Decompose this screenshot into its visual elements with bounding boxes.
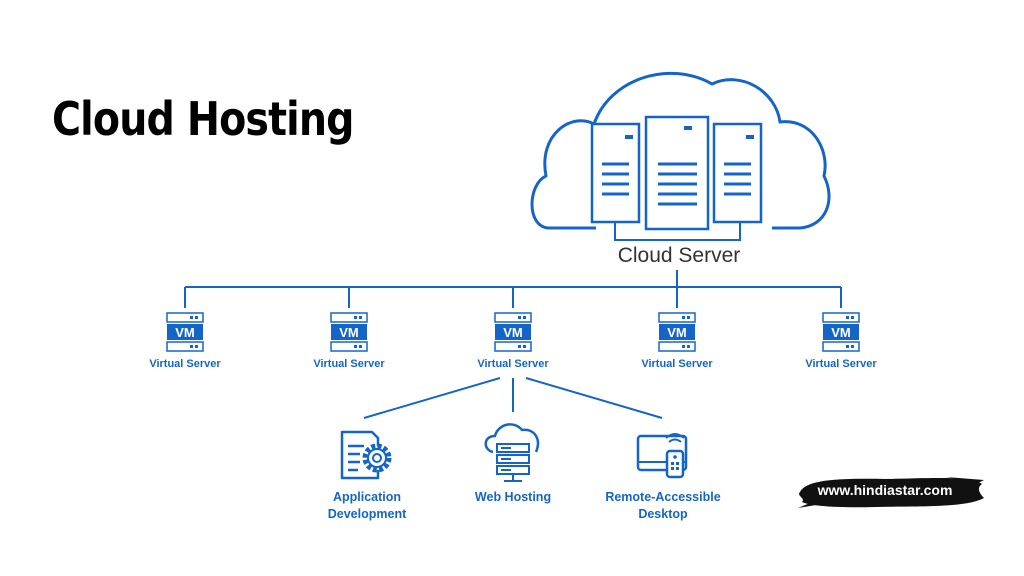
server-tower-left — [590, 122, 641, 224]
vm-text: VM — [667, 325, 687, 340]
vm-text: VM — [503, 325, 523, 340]
virtual-server-label: Virtual Server — [641, 358, 713, 370]
web-hosting-icon — [484, 423, 540, 482]
virtual-server-label: Virtual Server — [805, 358, 877, 370]
virtual-server-5: VM Virtual Server — [805, 312, 877, 370]
server-bracket — [614, 222, 741, 241]
virtual-server-4: VM Virtual Server — [641, 312, 713, 370]
brand-text: www.hindiastar.com — [817, 482, 953, 498]
virtual-server-label: Virtual Server — [313, 358, 385, 370]
service-branch-lines — [363, 377, 663, 419]
service-label-line1: Remote-Accessible — [605, 490, 720, 504]
virtual-server-1: VM Virtual Server — [149, 312, 221, 370]
page-title: Cloud Hosting — [52, 92, 354, 146]
service-label-line1: Web Hosting — [475, 490, 551, 504]
vm-text: VM — [831, 325, 851, 340]
vm-icon: VM — [494, 312, 532, 352]
brush-stroke-shape — [798, 477, 984, 508]
distribution-lines — [184, 270, 842, 308]
brand-watermark: www.hindiastar.com — [796, 472, 986, 512]
service-label-line2: Development — [328, 507, 407, 521]
virtual-server-3: VM Virtual Server — [477, 312, 549, 370]
vm-icon: VM — [658, 312, 696, 352]
service-label-app-development: Application Development — [328, 490, 407, 521]
cloud-server-label: Cloud Server — [618, 244, 741, 267]
service-label-web-hosting: Web Hosting — [475, 490, 551, 504]
server-tower-right — [712, 122, 763, 224]
virtual-server-label: Virtual Server — [477, 358, 549, 370]
server-tower-center — [644, 115, 710, 231]
remote-desktop-icon — [636, 433, 688, 479]
vm-icon: VM — [166, 312, 204, 352]
virtual-server-label: Virtual Server — [149, 358, 221, 370]
app-development-icon — [340, 430, 392, 480]
service-label-remote-desktop: Remote-Accessible Desktop — [605, 490, 720, 521]
service-label-line1: Application — [333, 490, 401, 504]
cloud-outline — [530, 71, 831, 230]
vm-icon: VM — [822, 312, 860, 352]
vm-icon: VM — [330, 312, 368, 352]
virtual-server-2: VM Virtual Server — [313, 312, 385, 370]
service-label-line2: Desktop — [638, 507, 688, 521]
vm-text: VM — [175, 325, 195, 340]
vm-text: VM — [339, 325, 359, 340]
